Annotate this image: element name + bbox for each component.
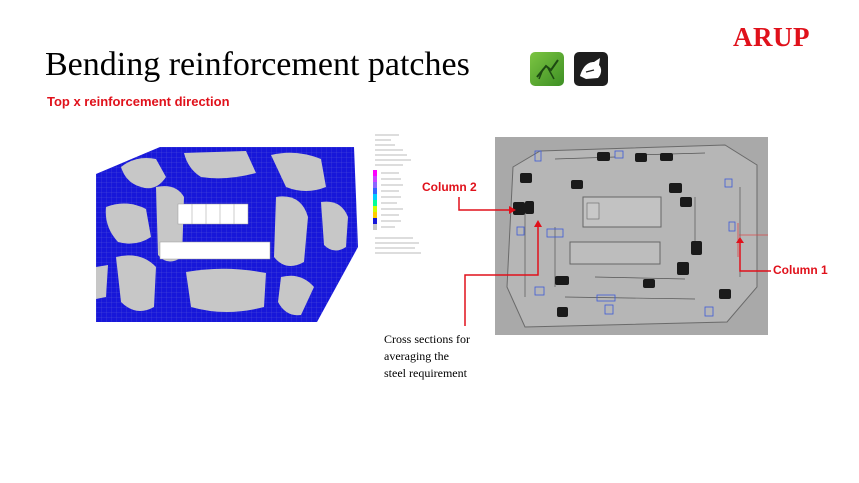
cross-section-note: Cross sections for averaging the steel r… <box>384 331 470 382</box>
arup-logo: ARUP <box>733 22 810 52</box>
reinforcement-plot <box>96 147 358 322</box>
note-line: Cross sections for <box>384 332 470 346</box>
color-legend <box>373 132 425 262</box>
note-line: steel requirement <box>384 366 467 380</box>
column-1-label: Column 1 <box>773 263 828 277</box>
cross-section-plan <box>495 137 768 335</box>
page-title: Bending reinforcement patches <box>45 46 470 83</box>
rhino-icon <box>574 52 608 86</box>
note-line: averaging the <box>384 349 449 363</box>
column-2-label: Column 2 <box>422 180 477 194</box>
page-subtitle: Top x reinforcement direction <box>47 94 230 109</box>
grasshopper-icon <box>530 52 564 86</box>
